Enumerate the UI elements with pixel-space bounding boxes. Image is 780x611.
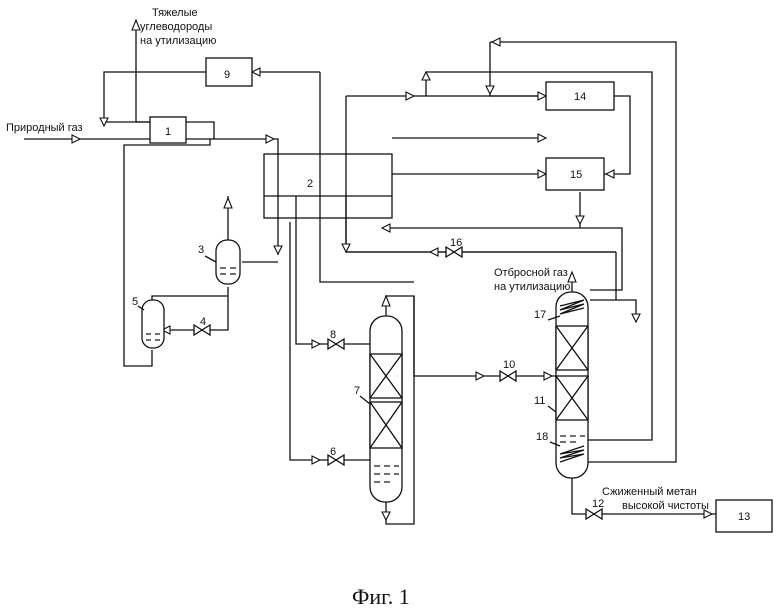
heavy-hydrocarbons-label-1: Тяжелые (152, 7, 198, 19)
to-14-line (346, 72, 546, 252)
arrow-valve6 (312, 456, 320, 464)
col7-top-line (386, 296, 556, 376)
figure-caption: Фиг. 1 (352, 584, 410, 609)
arrow-into-9 (252, 68, 260, 76)
arrow-feed (72, 135, 80, 143)
num-5: 5 (132, 296, 138, 308)
num-12: 12 (592, 498, 604, 510)
arrow-col7-bottom (382, 512, 390, 520)
num-2: 2 (307, 178, 313, 190)
heavy-hydrocarbons-label-3: на утилизацию (140, 35, 216, 47)
sep5-top-line (152, 296, 228, 302)
arrow-up-426 (422, 72, 430, 80)
heat-exchanger-2 (264, 154, 392, 218)
num-18: 18 (536, 431, 548, 443)
arrow-to-15-mid (538, 170, 546, 178)
arrow-sep3-top (224, 198, 232, 208)
num-10: 10 (503, 359, 515, 371)
return-from-9-line (104, 72, 206, 122)
num-14: 14 (574, 91, 586, 103)
separator-5 (142, 300, 164, 348)
arrow-15-down (576, 216, 584, 224)
product-label-2: высокой чистоты (622, 500, 709, 512)
num-9: 9 (224, 69, 230, 81)
natural-gas-label: Природный газ (6, 122, 83, 134)
num-7: 7 (354, 385, 360, 397)
arrow-waste-gas-up (568, 272, 576, 282)
waste-gas-label-2: на утилизацию (494, 281, 570, 293)
arrow-valve10 (476, 372, 484, 380)
num-1: 1 (165, 126, 171, 138)
arrow-346-down (342, 244, 350, 252)
sep3-to-valve4-line (162, 287, 228, 330)
arrow-into-11 (544, 372, 552, 380)
to-15-line (392, 138, 546, 174)
distillation-column-11 (556, 292, 588, 478)
distillation-column-7 (370, 316, 402, 502)
arrow-17-down (632, 314, 640, 322)
arrow-valve8 (312, 340, 320, 348)
num-3: 3 (198, 244, 204, 256)
heavy-hydrocarbons-label-2: углеводороды (140, 21, 212, 33)
separator-3 (216, 240, 240, 284)
arrow-feed-2 (266, 135, 274, 143)
arrow-14-to-15 (606, 170, 614, 178)
arrow-heavy-hc-up (132, 20, 140, 30)
arrow-hx2-down (274, 246, 282, 254)
num-11: 11 (534, 395, 545, 407)
to-9-line (258, 72, 414, 282)
valve-12 (586, 509, 602, 519)
waste-gas-label-1: Отбросной газ (494, 267, 568, 279)
arrow-left-346 (406, 92, 414, 100)
product-label-1: Сжиженный метан (602, 486, 697, 498)
num-15: 15 (570, 169, 582, 181)
num-6: 6 (330, 446, 336, 458)
num-13: 13 (738, 511, 750, 523)
num-16: 16 (450, 237, 462, 249)
arrow-to-14 (538, 92, 546, 100)
arrow-col7-top (382, 296, 390, 306)
hx2-outlet-line (264, 196, 616, 252)
num-4: 4 (200, 316, 206, 328)
arrow-down-490 (486, 86, 494, 94)
valve-10 (500, 371, 516, 381)
feed-gas-line (24, 139, 278, 255)
arrow-valve16 (430, 248, 438, 256)
num-17: 17 (534, 309, 546, 321)
num-8: 8 (330, 329, 336, 341)
arrow-to-15-top (538, 134, 546, 142)
arrow-to-382 (382, 224, 390, 232)
arrow-recycle-top (492, 38, 500, 46)
